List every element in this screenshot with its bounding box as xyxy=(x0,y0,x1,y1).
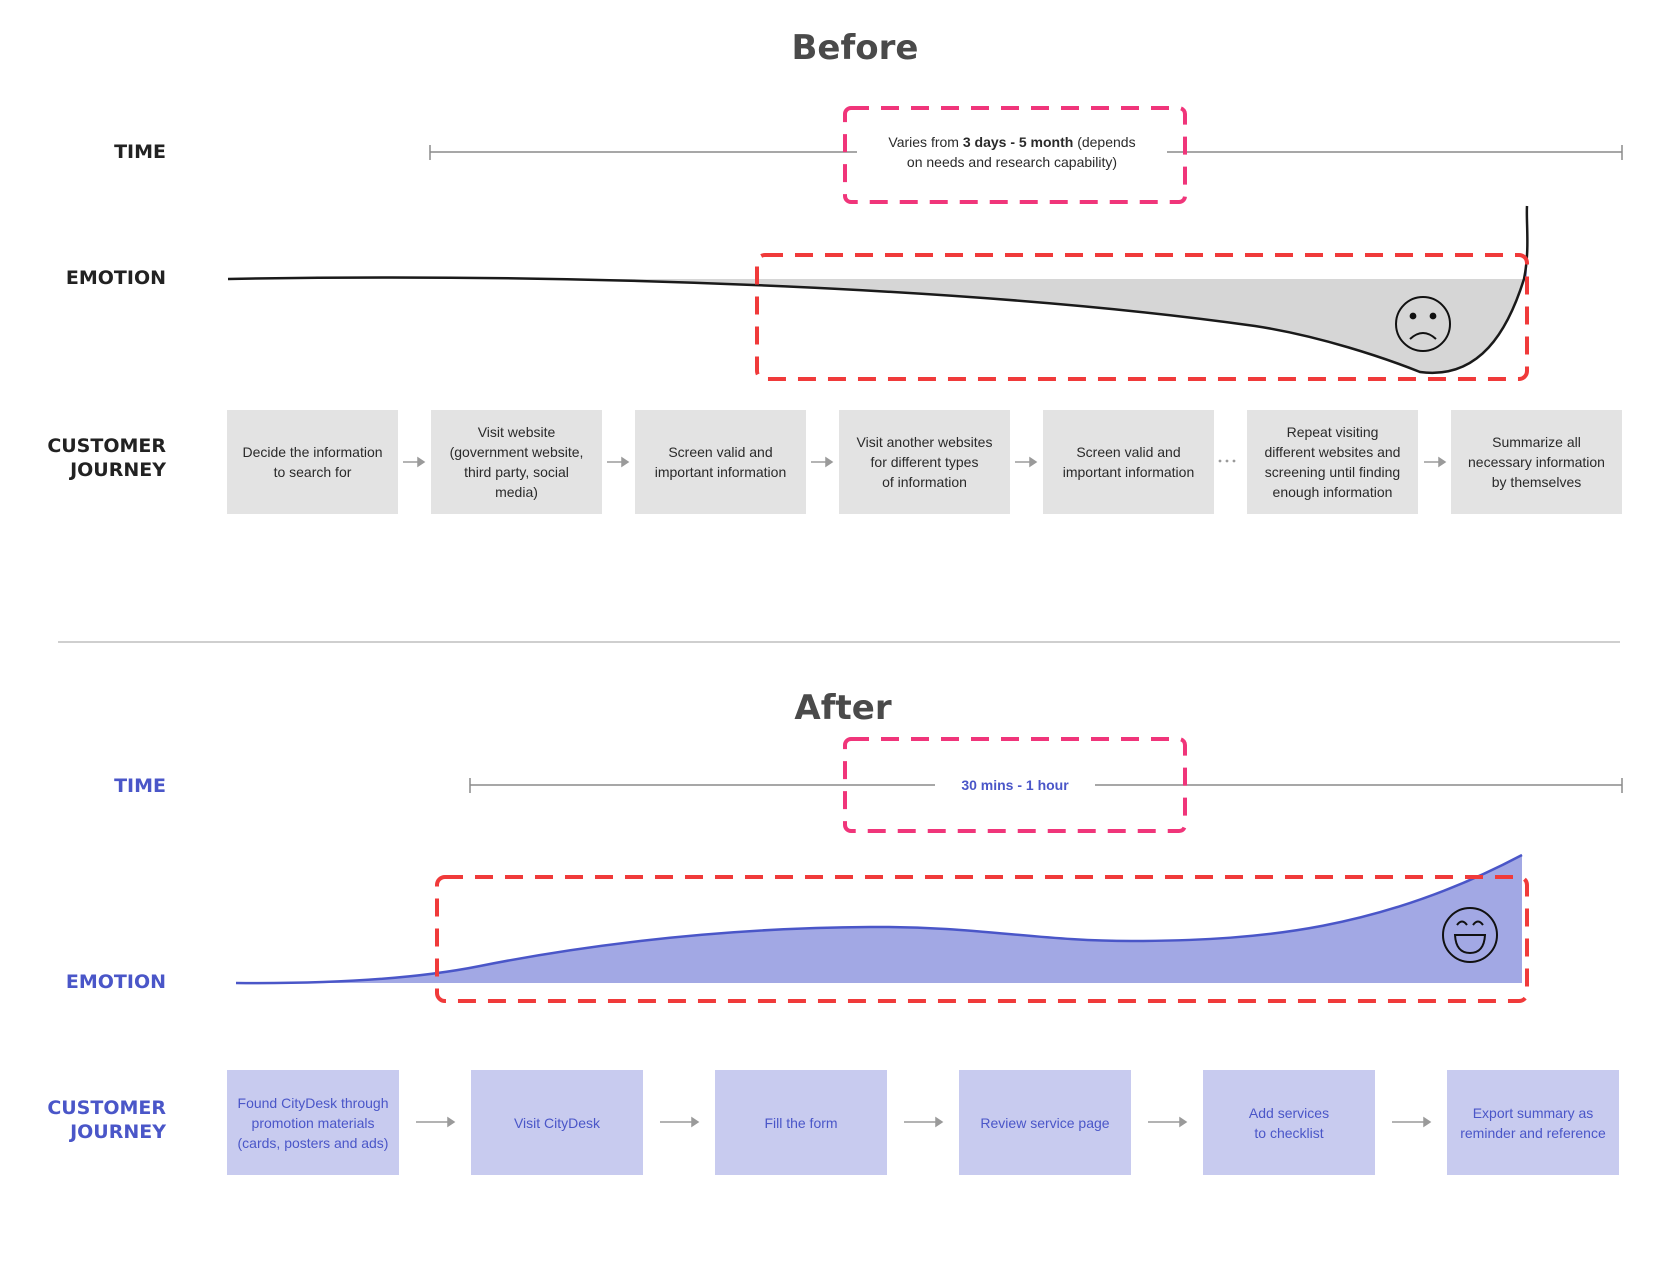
after-step-3: Fill the form xyxy=(715,1070,887,1175)
before-title: Before xyxy=(791,28,919,68)
before-journey-label-line1: CUSTOMER xyxy=(47,435,166,457)
after-title: After xyxy=(794,688,892,728)
before-step-7: Summarize all necessary information by t… xyxy=(1451,410,1622,514)
before-time-range-line2: on needs and research capability) xyxy=(906,154,1118,170)
after-step-6-text: Export summary as reminder and reference xyxy=(1460,1104,1606,1141)
after-journey-label: CUSTOMER JOURNEY xyxy=(0,1096,166,1144)
before-emotion-curve xyxy=(227,205,1529,375)
happy-face-icon xyxy=(1442,907,1498,963)
before-step-6-text: Repeat visiting different websites and s… xyxy=(1264,424,1401,500)
sad-face-icon xyxy=(1395,296,1451,352)
before-step-2: Visit website (government website, third… xyxy=(431,410,602,514)
after-connectors xyxy=(416,1116,1432,1128)
before-step-1-text: Decide the information to search for xyxy=(242,444,383,480)
after-step-6: Export summary as reminder and reference xyxy=(1447,1070,1619,1175)
before-connectors xyxy=(403,456,1447,468)
before-time-highlight xyxy=(843,106,1187,204)
before-time-suffix: (depends xyxy=(1073,134,1136,150)
after-emotion-curve xyxy=(235,853,1523,985)
before-step-6: Repeat visiting different websites and s… xyxy=(1247,410,1418,514)
after-journey-label-line2: JOURNEY xyxy=(70,1121,166,1143)
before-time-range-line1: Varies from 3 days - 5 month (depends xyxy=(857,132,1167,152)
after-step-3-text: Fill the form xyxy=(764,1114,838,1131)
after-time-range: 30 mins - 1 hour xyxy=(935,775,1095,795)
before-step-3: Screen valid and important information xyxy=(635,410,806,514)
after-step-4: Review service page xyxy=(959,1070,1131,1175)
before-step-4: Visit another websites for different typ… xyxy=(839,410,1010,514)
before-time-prefix: Varies from xyxy=(888,134,963,150)
before-time-label: TIME xyxy=(114,141,166,163)
before-journey-label: CUSTOMER JOURNEY xyxy=(0,434,166,482)
after-step-2-text: Visit CityDesk xyxy=(513,1114,601,1131)
after-step-5-text: Add services to checklist xyxy=(1248,1104,1330,1141)
before-step-1: Decide the information to search for xyxy=(227,410,398,514)
after-step-1-text: Found CityDesk through promotion materia… xyxy=(237,1094,389,1151)
before-emotion-label: EMOTION xyxy=(65,267,166,289)
after-step-5: Add services to checklist xyxy=(1203,1070,1375,1175)
after-emotion-highlight xyxy=(435,875,1529,1003)
before-step-2-text: Visit website (government website, third… xyxy=(449,424,584,500)
before-journey-label-line2: JOURNEY xyxy=(70,459,166,481)
after-time-label: TIME xyxy=(114,775,166,797)
after-time-highlight xyxy=(843,737,1187,833)
after-journey-label-line1: CUSTOMER xyxy=(47,1097,166,1119)
after-step-2: Visit CityDesk xyxy=(471,1070,643,1175)
before-step-4-text: Visit another websites for different typ… xyxy=(856,434,993,490)
before-emotion-highlight xyxy=(755,253,1529,381)
after-step-4-text: Review service page xyxy=(980,1114,1110,1131)
before-time-emphasis: 3 days - 5 month xyxy=(962,134,1074,150)
before-step-3-text: Screen valid and important information xyxy=(654,444,787,480)
after-emotion-label: EMOTION xyxy=(65,971,166,993)
before-step-5: Screen valid and important information xyxy=(1043,410,1214,514)
before-step-5-text: Screen valid and important information xyxy=(1062,444,1195,480)
after-step-1: Found CityDesk through promotion materia… xyxy=(227,1070,399,1175)
before-time-range: Varies from 3 days - 5 month (depends on… xyxy=(857,132,1167,172)
before-step-7-text: Summarize all necessary information by t… xyxy=(1468,434,1605,490)
